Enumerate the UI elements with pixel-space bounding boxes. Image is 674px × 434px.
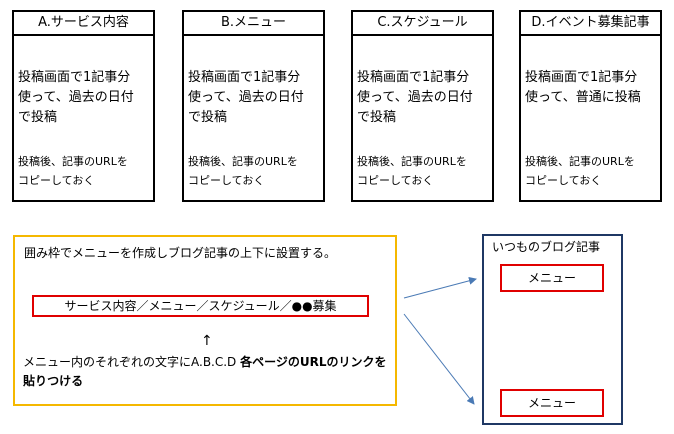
card-title: B.メニュー	[220, 15, 287, 30]
card-body: 投稿画面で1記事分 使って、過去の日付 で投稿	[357, 68, 492, 128]
card-body-line: 使って、過去の日付	[18, 90, 134, 105]
card-after-line: 投稿後、記事のURLを	[188, 155, 298, 168]
card-divider	[184, 34, 323, 36]
menu-box-caption: 囲み枠でメニューを作成しブログ記事の上下に設置する。	[24, 246, 337, 260]
card-title: A.サービス内容	[38, 15, 129, 30]
card-body-line: 使って、普通に投稿	[525, 90, 641, 105]
blog-box-title: いつものブログ記事	[492, 240, 601, 254]
card-menu: B.メニュー 投稿画面で1記事分 使って、過去の日付 で投稿 投稿後、記事のUR…	[182, 10, 325, 202]
blog-menu-top: メニュー	[500, 264, 604, 292]
arrow-to-top-menu	[403, 276, 477, 299]
up-arrow-icon: ↑	[201, 333, 213, 349]
card-schedule: C.スケジュール 投稿画面で1記事分 使って、過去の日付 で投稿 投稿後、記事の…	[351, 10, 494, 202]
card-after-line: 投稿後、記事のURLを	[18, 155, 128, 168]
card-body-line: 投稿画面で1記事分	[525, 70, 638, 85]
card-after-note: 投稿後、記事のURLを コピーしておく	[525, 152, 660, 190]
card-after-note: 投稿後、記事のURLを コピーしておく	[18, 152, 153, 190]
arrow-to-bottom-menu	[403, 313, 475, 405]
menu-creation-box: 囲み枠でメニューを作成しブログ記事の上下に設置する。 サービス内容／メニュー／ス…	[13, 235, 397, 406]
blog-article-box: いつものブログ記事 メニュー メニュー	[482, 234, 623, 425]
card-after-line: コピーしておく	[18, 174, 95, 187]
card-after-line: コピーしておく	[525, 174, 602, 187]
card-after-note: 投稿後、記事のURLを コピーしておく	[357, 152, 492, 190]
card-divider	[521, 34, 660, 36]
card-body: 投稿画面で1記事分 使って、過去の日付 で投稿	[188, 68, 323, 128]
card-body: 投稿画面で1記事分 使って、普通に投稿	[525, 68, 660, 108]
card-after-line: 投稿後、記事のURLを	[525, 155, 635, 168]
card-body-line: 使って、過去の日付	[188, 90, 304, 105]
card-body-line: 投稿画面で1記事分	[18, 70, 131, 85]
card-divider	[353, 34, 492, 36]
card-divider	[14, 34, 153, 36]
card-body-line: 投稿画面で1記事分	[188, 70, 301, 85]
card-title: C.スケジュール	[377, 15, 468, 30]
blog-menu-bottom: メニュー	[500, 389, 604, 417]
card-body-line: で投稿	[18, 110, 58, 125]
menu-bar: サービス内容／メニュー／スケジュール／●●募集	[32, 295, 369, 317]
card-title: D.イベント募集記事	[531, 15, 650, 30]
instruction-text: メニュー内のそれぞれの文字にA.B.C.D	[23, 355, 241, 369]
card-body-line: 使って、過去の日付	[357, 90, 473, 105]
instruction-bold-text: 各ページのURLのリンクを貼りつける	[23, 355, 387, 388]
card-after-line: コピーしておく	[188, 174, 265, 187]
card-after-line: コピーしておく	[357, 174, 434, 187]
card-after-line: 投稿後、記事のURLを	[357, 155, 467, 168]
card-body-line: で投稿	[357, 110, 397, 125]
card-after-note: 投稿後、記事のURLを コピーしておく	[188, 152, 323, 190]
card-body-line: 投稿画面で1記事分	[357, 70, 470, 85]
card-body: 投稿画面で1記事分 使って、過去の日付 で投稿	[18, 68, 153, 128]
card-body-line: で投稿	[188, 110, 228, 125]
card-service-content: A.サービス内容 投稿画面で1記事分 使って、過去の日付 で投稿 投稿後、記事の…	[12, 10, 155, 202]
link-instruction: メニュー内のそれぞれの文字にA.B.C.D 各ページのURLのリンクを貼りつける	[23, 353, 393, 391]
card-event-recruit: D.イベント募集記事 投稿画面で1記事分 使って、普通に投稿 投稿後、記事のUR…	[519, 10, 662, 202]
